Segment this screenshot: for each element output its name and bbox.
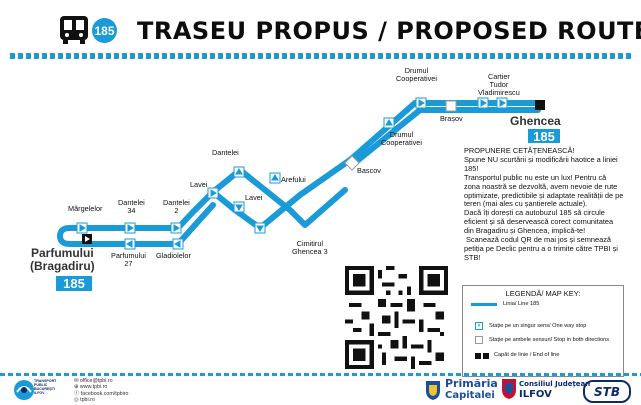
route-line-icon bbox=[471, 303, 497, 306]
stb-logo: STB bbox=[583, 380, 631, 403]
terminus-icon bbox=[483, 352, 489, 359]
page-title: TRASEU PROPUS / PROPOSED ROUTE bbox=[137, 17, 641, 45]
map-legend: LEGENDĂ/ MAP KEY: Linia/ Line 185 ▾ Staț… bbox=[462, 285, 624, 377]
stop-label-dantelei-34: Dantelei 34 bbox=[118, 198, 145, 215]
terminus-parfumului-icon bbox=[82, 234, 92, 244]
footer-divider bbox=[0, 373, 641, 376]
route-number-badge: 185 bbox=[92, 18, 117, 43]
contact-web[interactable]: ⊕ www.tpbi.ro bbox=[74, 384, 108, 391]
legend-one-way-row: ▾ Stație pe un singur sens/ One way stop bbox=[471, 322, 586, 330]
stop-label-cimitirul-ghencea: Cimitirul Ghencea 3 bbox=[292, 239, 328, 256]
petition-qr-code[interactable] bbox=[345, 266, 448, 369]
proposal-paragraph: Scanează codul QR de mai jos și semnează… bbox=[464, 235, 618, 262]
stb-logo-text: STB bbox=[594, 384, 620, 399]
stop-label-drumul-cooperativei-top: Drumul Cooperativei bbox=[396, 66, 437, 83]
legend-terminus-label: Capăt de linie / End of line bbox=[494, 352, 560, 358]
terminus-label-ghencea: Ghencea bbox=[510, 114, 561, 128]
legend-line-row: Linia/ Line 185 bbox=[471, 301, 539, 308]
proposal-paragraph: Dacă îți dorești ca autobuzul 185 să cir… bbox=[464, 208, 614, 236]
proposal-paragraph: Spune NU scurtării și modificării haotic… bbox=[464, 154, 618, 173]
primaria-logo-line2: Capitalei bbox=[445, 390, 495, 401]
stop-label-dantelei-mid: Dantelei bbox=[212, 148, 239, 157]
header-divider bbox=[10, 53, 631, 59]
cj-logo-line2: ILFOV bbox=[519, 389, 552, 400]
bus-icon bbox=[60, 16, 88, 44]
one-way-stop-icon: ▾ bbox=[475, 322, 483, 330]
stop-label-cartier-tudor: Cartier Tudor Vladimirescu bbox=[478, 72, 520, 97]
legend-terminus-row: Capăt de linie / End of line bbox=[471, 352, 559, 359]
globe-icon: ⊕ bbox=[74, 384, 80, 391]
legend-line-label: Linia/ Line 185 bbox=[503, 301, 540, 307]
footer-contact: ✉ office@tpbi.ro ⊕ www.tpbi.ro ⓕ faceboo… bbox=[74, 378, 128, 404]
route-badge-ghencea: 185 bbox=[528, 129, 560, 144]
stop-label-lavei-right: Lavei bbox=[245, 193, 263, 202]
legend-one-way-label: Stație pe un singur sens/ One way stop bbox=[489, 322, 587, 329]
ilfov-crest-icon bbox=[502, 379, 516, 399]
stop-label-brasov: Brașov bbox=[440, 114, 463, 123]
stop-label-dantelei-2: Dantelei 2 bbox=[163, 198, 190, 215]
primaria-logo-line1: Primăria bbox=[445, 377, 498, 390]
cj-logo-line1: Consiliul Județean bbox=[519, 380, 591, 388]
primaria-crest-icon bbox=[426, 381, 440, 400]
proposal-paragraph: Transportul public nu este un lux! Pentr… bbox=[464, 172, 624, 209]
stop-label-lavei-left: Lavei bbox=[190, 180, 208, 189]
tpbi-logo-icon bbox=[14, 380, 34, 400]
stops-one-way bbox=[76, 97, 508, 250]
stop-label-gladiolelor: Gladiolelor bbox=[156, 251, 191, 260]
contact-email[interactable]: ✉ office@tpbi.ro bbox=[74, 378, 113, 384]
contact-instagram[interactable]: ◎ tpbi.ro bbox=[74, 397, 95, 404]
instagram-icon: ◎ bbox=[74, 397, 81, 404]
legend-title: LEGENDĂ/ MAP KEY: bbox=[505, 289, 581, 298]
stop-label-margelelor: Mărgelelor bbox=[68, 204, 103, 213]
route-map bbox=[57, 97, 545, 250]
proposal-heading: PROPUNERE CETĂȚENEASCĂ! bbox=[464, 146, 575, 155]
stop-label-drumul-cooperativei-mid: Drumul Cooperativei bbox=[381, 130, 422, 147]
legend-both-dir-label: Stație pe ambele sensuri/ Stop in both d… bbox=[489, 336, 610, 343]
route-badge-parfumului: 185 bbox=[56, 276, 92, 291]
stop-label-bascov: Bascov bbox=[357, 166, 381, 175]
mail-icon: ✉ bbox=[74, 378, 80, 384]
stop-label-arefului: Arefului bbox=[281, 175, 306, 184]
terminus-ghencea-icon bbox=[535, 100, 545, 110]
legend-both-dir-row: Stație pe ambele sensuri/ Stop in both d… bbox=[471, 336, 609, 344]
stops-both-directions bbox=[344, 100, 457, 171]
stop-label-parfumului-27: Parfumului 27 bbox=[111, 251, 146, 268]
terminus-icon bbox=[475, 352, 481, 359]
both-direction-stop-icon bbox=[475, 336, 483, 344]
contact-facebook[interactable]: ⓕ facebook.com/tpbiro bbox=[74, 390, 129, 397]
facebook-icon: ⓕ bbox=[74, 390, 81, 397]
proposal-text: PROPUNERE CETĂȚENEASCĂ! Spune NU scurtăr… bbox=[464, 146, 624, 263]
terminus-label-parfumului: Parfumului (Bragadiru) bbox=[30, 246, 95, 273]
tpbi-logo-text: TRANSPORT PUBLIC BUCUREȘTI ILFOV bbox=[34, 379, 57, 396]
